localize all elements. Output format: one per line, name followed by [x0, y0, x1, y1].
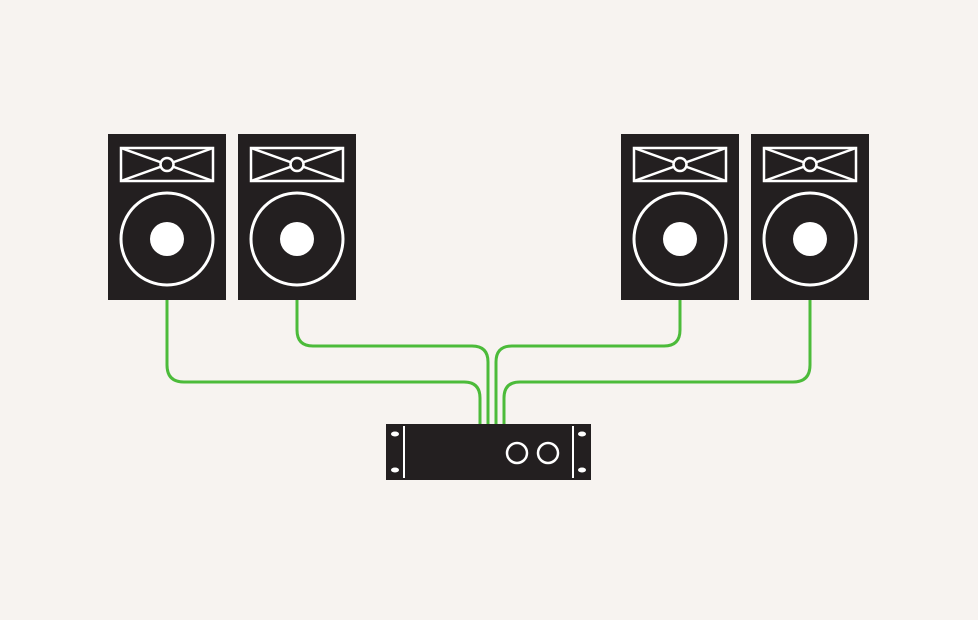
amplifier-body: [386, 424, 591, 480]
speaker-3: [621, 134, 739, 300]
tweeter-icon: [632, 146, 728, 183]
woofer-icon: [632, 191, 728, 287]
cable-speaker-3: [494, 298, 682, 428]
mounting-hole-icon: [578, 467, 586, 473]
woofer-icon: [249, 191, 345, 287]
woofer-icon: [119, 191, 215, 287]
woofer-icon: [762, 191, 858, 287]
cable-speaker-1: [165, 298, 482, 428]
speaker-1: [108, 134, 226, 300]
tweeter-icon: [119, 146, 215, 183]
speaker-2: [238, 134, 356, 300]
knob-icon: [536, 441, 560, 465]
speaker-4: [751, 134, 869, 300]
cables: [165, 298, 812, 428]
tweeter-icon: [762, 146, 858, 183]
mounting-hole-icon: [391, 467, 399, 473]
knob-icon: [505, 441, 529, 465]
cable-speaker-4: [502, 298, 812, 428]
rack-ear-left: [391, 426, 405, 478]
mounting-hole-icon: [578, 431, 586, 437]
amplifier: [386, 424, 591, 480]
mounting-hole-icon: [391, 431, 399, 437]
tweeter-icon: [249, 146, 345, 183]
cable-speaker-2: [295, 298, 490, 428]
rack-ear-right: [572, 426, 586, 478]
